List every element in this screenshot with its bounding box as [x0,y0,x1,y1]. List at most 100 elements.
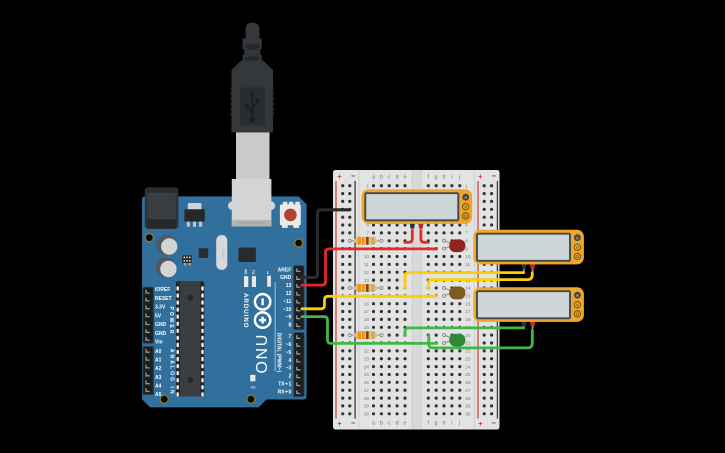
svg-text:e: e [404,420,407,426]
svg-text:10: 10 [465,254,471,259]
svg-text:A: A [576,293,580,299]
svg-text:RX: RX [278,389,286,395]
svg-text:RESET: RESET [155,296,172,302]
svg-text:1: 1 [366,183,369,188]
svg-text:f: f [428,174,430,180]
svg-text:IOREF: IOREF [155,287,170,293]
svg-text:A3: A3 [155,375,162,381]
svg-text:j: j [458,174,460,180]
svg-text:28: 28 [364,396,370,401]
svg-text:ON: ON [251,385,256,389]
svg-text:1: 1 [465,183,468,188]
svg-text:+: + [478,419,483,428]
svg-text:19: 19 [364,325,370,330]
svg-text:29: 29 [465,404,471,409]
svg-text:f: f [428,420,430,426]
svg-text:6: 6 [465,223,468,228]
svg-text:−: − [492,172,497,181]
svg-text:A: A [576,235,580,241]
svg-text:j: j [458,420,460,426]
svg-text:Ω: Ω [576,254,580,259]
svg-text:7: 7 [465,231,468,236]
svg-text:3.3V: 3.3V [155,305,166,311]
svg-text:a: a [372,420,375,426]
svg-text:12: 12 [286,291,292,297]
svg-text:−: − [351,172,356,181]
svg-text:16: 16 [364,301,370,306]
svg-text:A1: A1 [155,358,162,364]
svg-text:26: 26 [364,380,370,385]
svg-text:13: 13 [286,283,292,289]
svg-text:13: 13 [364,278,370,283]
svg-text:4: 4 [289,358,292,364]
svg-text:A4: A4 [155,384,162,390]
svg-text:~10: ~10 [283,307,292,313]
svg-text:e: e [404,174,407,180]
svg-text:17: 17 [465,309,471,314]
svg-text:16: 16 [465,301,471,306]
svg-text:18: 18 [364,317,370,322]
svg-text:~3: ~3 [286,366,292,372]
svg-text:16MHZ: 16MHZ [221,249,225,260]
svg-text:28: 28 [465,396,471,401]
svg-text:d: d [396,174,399,180]
svg-text:AREF: AREF [278,267,292,273]
svg-text:+: + [337,172,342,181]
svg-text:ANALOG IN: ANALOG IN [168,349,174,396]
svg-text:A: A [464,195,468,201]
svg-text:Vin: Vin [155,340,163,346]
svg-text:TX: TX [251,270,255,275]
svg-text:b: b [380,420,383,426]
svg-text:22: 22 [364,349,370,354]
svg-text:22: 22 [465,349,471,354]
svg-text:POWER: POWER [168,307,174,336]
svg-text:11: 11 [465,262,470,267]
svg-text:ARDUINO: ARDUINO [242,293,249,329]
svg-text:7: 7 [366,231,369,236]
svg-text:9: 9 [465,246,468,251]
svg-text:−: − [351,418,356,427]
svg-text:~5: ~5 [286,350,292,356]
svg-text:g: g [435,420,438,426]
svg-text:23: 23 [364,356,370,361]
svg-text:21: 21 [465,341,471,346]
svg-text:RX: RX [243,269,247,275]
svg-text:c: c [388,420,391,426]
svg-text:V: V [464,204,468,209]
svg-text:27: 27 [364,388,370,393]
svg-text:+: + [337,419,342,428]
svg-text:i: i [451,174,452,180]
svg-text:DIGITAL (PWM~): DIGITAL (PWM~) [276,333,282,373]
svg-text:a: a [372,174,375,180]
svg-text:g: g [435,174,438,180]
svg-text:GND: GND [155,322,167,328]
svg-text:30: 30 [364,412,370,417]
svg-text:23: 23 [465,356,471,361]
svg-text:0: 0 [289,389,292,395]
svg-text:30: 30 [465,412,471,417]
svg-text:26: 26 [465,380,471,385]
svg-text:10: 10 [364,254,370,259]
svg-text:c: c [388,174,391,180]
svg-text:h: h [443,174,446,180]
svg-text:TX: TX [278,382,285,388]
svg-text:i: i [451,420,452,426]
svg-text:18: 18 [465,317,471,322]
svg-text:17: 17 [364,309,370,314]
svg-text:15: 15 [465,294,471,299]
svg-text:7: 7 [289,334,292,340]
svg-text:L: L [267,270,270,275]
svg-text:1: 1 [289,382,292,388]
svg-text:Ω: Ω [464,214,468,219]
svg-text:~9: ~9 [286,315,292,321]
svg-text:8: 8 [289,323,292,329]
svg-text:~6: ~6 [286,342,292,348]
svg-text:~11: ~11 [283,299,291,305]
svg-text:V: V [576,245,580,250]
svg-text:−: − [492,418,497,427]
svg-text:27: 27 [465,388,471,393]
svg-text:A2: A2 [155,366,162,372]
svg-text:29: 29 [364,404,370,409]
svg-text:20: 20 [465,333,471,338]
svg-text:25: 25 [465,372,471,377]
